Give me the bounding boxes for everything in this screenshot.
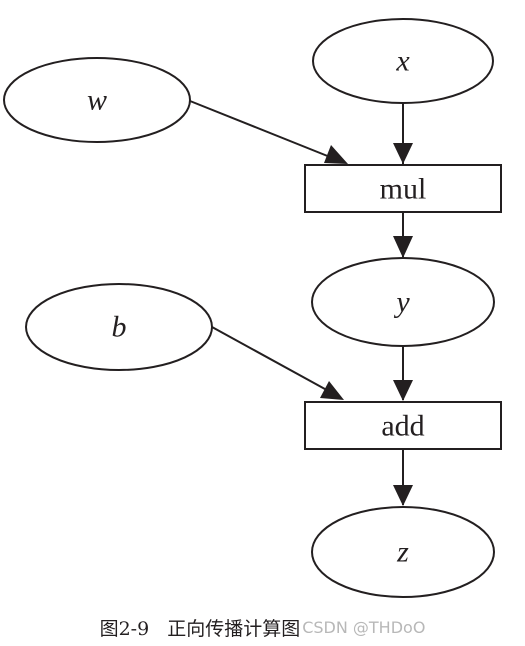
arrowhead-b-to-add	[320, 381, 344, 400]
arrowhead-mul-to-y	[393, 236, 413, 258]
node-mul-box	[304, 164, 502, 213]
node-b: b	[25, 283, 213, 371]
node-x: x	[312, 18, 494, 104]
edges	[189, 100, 413, 506]
node-z-ellipse	[311, 506, 495, 598]
arrowhead-x-to-mul	[393, 143, 413, 164]
node-w-ellipse	[3, 57, 191, 143]
node-y: y	[311, 257, 495, 347]
node-y-ellipse	[311, 257, 495, 347]
node-add-label: add	[381, 410, 424, 443]
node-y-label: y	[393, 286, 410, 319]
figure-title: 正向传播计算图	[167, 617, 301, 640]
node-mul: mul	[304, 164, 502, 213]
arrowhead-add-to-z	[393, 485, 413, 506]
edge-b-to-add	[211, 326, 335, 395]
edge-w-to-mul	[189, 100, 341, 162]
node-b-label: b	[112, 311, 127, 344]
node-z-label: z	[396, 536, 409, 569]
node-x-ellipse	[312, 18, 494, 104]
node-w: w	[3, 57, 191, 143]
node-z: z	[311, 506, 495, 598]
node-add: add	[304, 401, 502, 450]
node-b-ellipse	[25, 283, 213, 371]
figure-caption: 图2-9 正向传播计算图 CSDN @THDoO	[0, 612, 525, 642]
node-x-label: x	[395, 45, 410, 78]
csdn-watermark: CSDN @THDoO	[302, 617, 426, 637]
node-add-box	[304, 401, 502, 450]
figure-number: 图2-9	[99, 617, 150, 640]
node-w-label: w	[87, 84, 107, 117]
arrowhead-y-to-add	[393, 380, 413, 401]
node-mul-label: mul	[380, 173, 427, 206]
arrowhead-w-to-mul	[324, 145, 348, 164]
